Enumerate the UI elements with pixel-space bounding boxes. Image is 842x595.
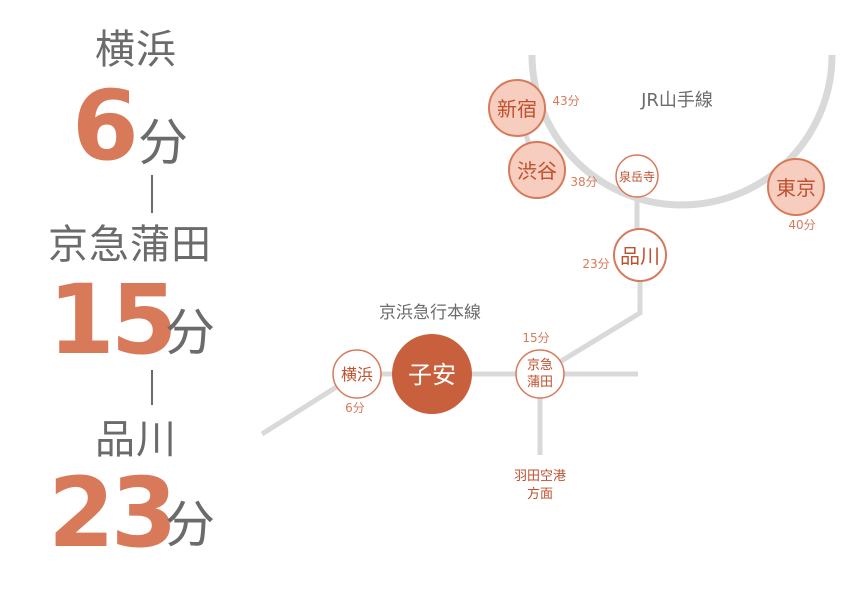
station-shinagawa: 品川 xyxy=(613,228,667,282)
jr-line-label: JR山手線 xyxy=(640,90,713,111)
time-shibuya: 38分 xyxy=(570,175,597,189)
station-label-line2: 蒲田 xyxy=(527,375,553,390)
station-shibuya: 渋谷 xyxy=(508,141,566,199)
station-shinjuku: 新宿 xyxy=(488,79,546,137)
station-sengakuji: 泉岳寺 xyxy=(615,154,659,198)
summary-station-yokohama: 横浜 xyxy=(95,27,177,73)
time-yokohama: 6分 xyxy=(345,401,365,415)
jr-yamanote-line xyxy=(528,54,836,209)
airport-direction-line1: 羽田空港 xyxy=(514,469,566,484)
summary-minutes-kamata: 15 xyxy=(48,264,178,376)
airport-direction-line2: 方面 xyxy=(527,486,553,502)
station-label: 子安 xyxy=(408,361,456,389)
summary-unit-shinagawa: 分 xyxy=(165,496,215,554)
station-label: 東京 xyxy=(776,176,816,200)
summary-connector xyxy=(151,175,153,213)
summary-minutes-yokohama: 6 xyxy=(72,70,139,182)
summary-station-shinagawa: 品川 xyxy=(95,417,177,463)
station-label: 泉岳寺 xyxy=(619,170,655,184)
time-shinjuku: 43分 xyxy=(552,94,579,108)
keikyu-line-label: 京浜急行本線 xyxy=(379,303,481,323)
summary-station-kamata: 京急蒲田 xyxy=(48,222,212,268)
station-label: 渋谷 xyxy=(517,159,557,183)
time-kamata: 15分 xyxy=(522,331,549,345)
station-keikyu-kamata: 京急 蒲田 xyxy=(515,349,565,399)
station-label: 横浜 xyxy=(341,365,373,384)
time-tokyo: 40分 xyxy=(788,218,815,232)
summary-unit-kamata: 分 xyxy=(165,304,215,362)
summary-unit-yokohama: 分 xyxy=(138,114,188,172)
station-koyasu: 子安 xyxy=(392,334,472,414)
station-yokohama: 横浜 xyxy=(332,349,382,399)
travel-time-summary: 横浜 6 分 京急蒲田 15 分 品川 23 分 xyxy=(0,0,260,595)
summary-minutes-shinagawa: 23 xyxy=(48,457,178,569)
station-label: 新宿 xyxy=(497,97,537,121)
time-shinagawa: 23分 xyxy=(582,257,609,271)
summary-connector xyxy=(151,370,153,405)
station-label-line1: 京急 xyxy=(527,358,553,373)
station-label: 品川 xyxy=(620,244,660,268)
station-tokyo: 東京 xyxy=(767,158,825,216)
